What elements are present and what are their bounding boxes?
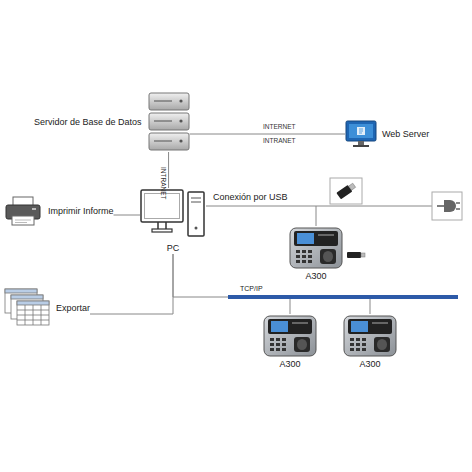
connector-line [168,152,169,188]
node-label: A300 [279,359,300,370]
web-server: Web Server [345,120,429,148]
printer: Imprimir Informe [4,196,114,226]
a300-terminal-icon [262,314,318,358]
database-server-icon [148,92,190,152]
node-label: Imprimir Informe [48,206,114,217]
node-label: Web Server [382,129,429,140]
a300-terminal: A300 [262,314,318,370]
a300-terminal: A300 [342,314,398,370]
node-label: PC [167,243,180,254]
edge-label: INTRANET [159,166,167,201]
connector-line [190,134,345,135]
export-sheets: Exportar [4,288,90,328]
usb-stick-icon [330,178,362,204]
connector-line [90,254,173,314]
pc: PC [140,188,206,254]
a300-terminal-icon [342,314,398,358]
export-sheets-icon [4,288,50,328]
edge-label: INTERNET [262,123,297,131]
bus-label: TCP/IP [240,284,263,293]
connector-line [290,299,291,314]
edge-label: Conexión por USB [212,192,289,203]
connector-line [173,254,228,297]
line-label: INTRANET [262,137,297,145]
usb-wire [316,206,432,207]
pc-icon [140,188,206,242]
printer-icon [4,196,42,226]
usb-stick-small [347,252,365,258]
connector-line [206,206,316,226]
network-bus-line [228,295,458,299]
a300-terminal-icon [288,226,344,270]
node-label: Exportar [56,303,90,314]
connector-line [370,299,371,314]
node-label: A300 [359,359,380,370]
node-label: Servidor de Base de Datos [34,117,142,128]
a300-terminal: A300 [288,226,344,282]
web-server-icon [345,120,377,148]
tcpip-bus: TCP/IP [228,284,458,299]
connector-line [114,215,140,216]
power-plug-icon [432,192,462,220]
database-server: Servidor de Base de Datos [34,92,190,152]
node-label: A300 [305,271,326,282]
